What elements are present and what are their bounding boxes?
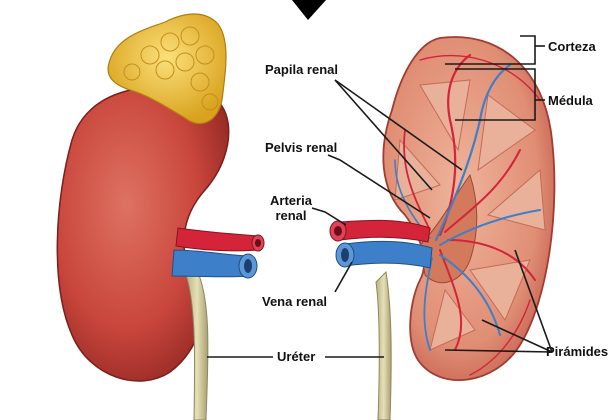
label-pelvis-renal: Pelvis renal xyxy=(265,140,337,155)
label-medula: Médula xyxy=(548,93,593,108)
left-kidney xyxy=(57,14,264,420)
label-vena-renal: Vena renal xyxy=(262,294,327,309)
label-papila-renal: Papila renal xyxy=(265,62,338,77)
label-corteza: Corteza xyxy=(548,39,596,54)
label-piramides: Pirámides xyxy=(546,344,608,359)
arrow-fragment xyxy=(292,0,326,20)
right-kidney-section xyxy=(330,37,554,420)
label-arteria-line1: Arteria xyxy=(266,193,316,208)
label-ureter: Uréter xyxy=(277,349,315,364)
label-arteria-renal: Arteria renal xyxy=(266,193,316,223)
label-arteria-line2: renal xyxy=(266,208,316,223)
